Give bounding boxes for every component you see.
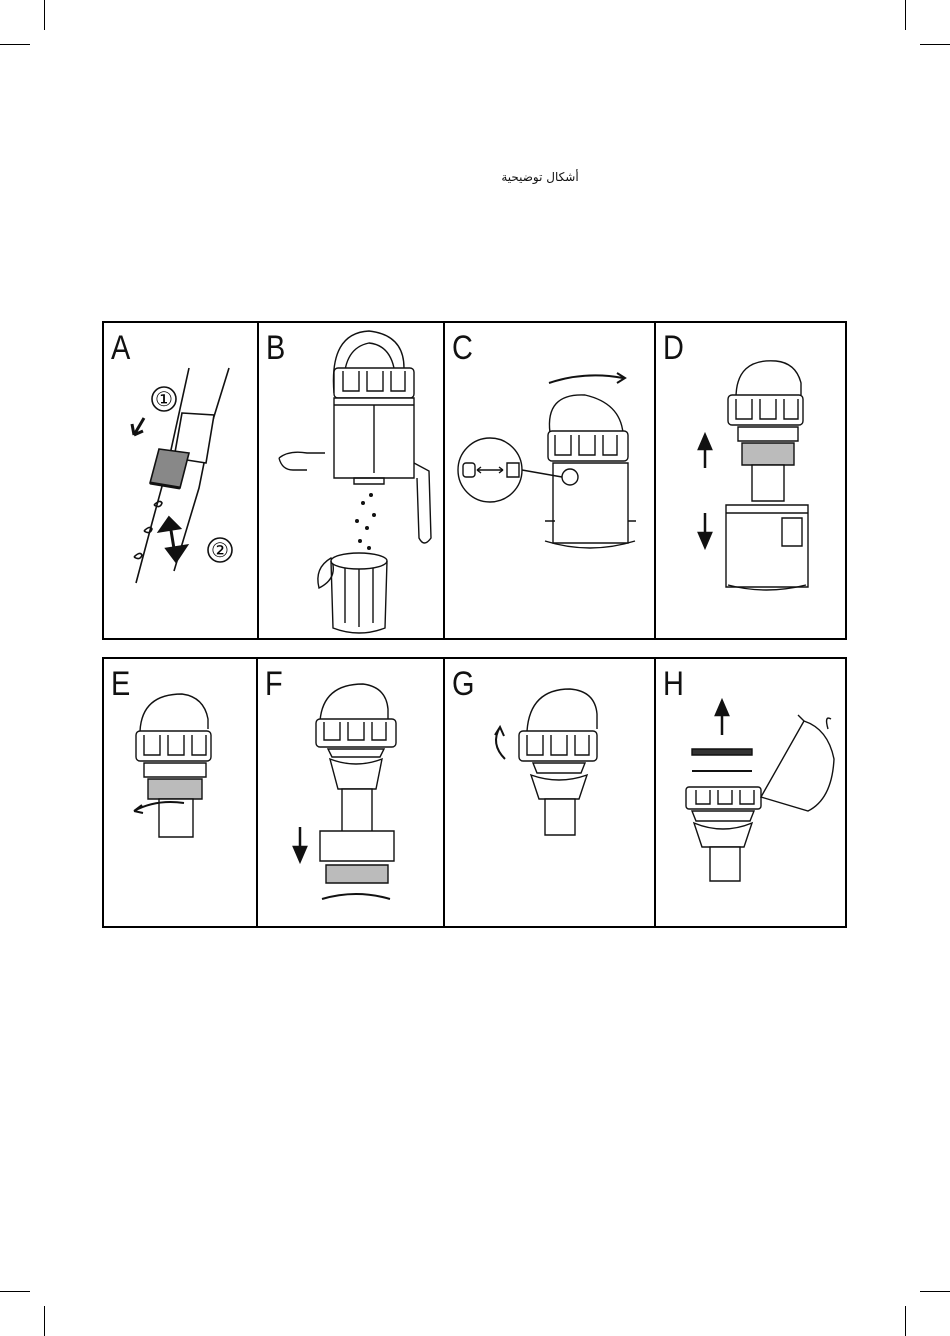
panel-c: C	[445, 323, 656, 638]
remove-filter-illustration	[258, 659, 443, 926]
panel-a: A ① ②	[104, 323, 259, 638]
figure-grid-bottom: E F	[102, 657, 847, 928]
crop-mark	[44, 1306, 45, 1336]
panel-d: D	[656, 323, 847, 638]
figure-caption: أشكال توضيحية	[470, 170, 610, 184]
panel-b: B	[259, 323, 445, 638]
step-marker-2: ②	[211, 538, 229, 562]
crop-mark	[920, 1291, 950, 1292]
crop-mark	[0, 44, 30, 45]
twist-cover-illustration	[445, 659, 654, 926]
panel-h: H	[656, 659, 847, 926]
release-latch-illustration	[445, 323, 654, 638]
crop-mark	[44, 0, 45, 30]
separate-cyclone-illustration	[656, 323, 845, 638]
crop-mark	[905, 0, 906, 30]
panel-f: F	[258, 659, 445, 926]
twist-filter-illustration	[104, 659, 256, 926]
open-cover-illustration	[656, 659, 845, 926]
panel-g: G	[445, 659, 656, 926]
crop-mark	[905, 1306, 906, 1336]
arrow-down-left	[132, 418, 144, 435]
step-marker-1: ①	[155, 387, 173, 411]
empty-bin-illustration	[259, 323, 443, 638]
arrow-down	[294, 827, 306, 861]
figure-grid-top: A ① ② B	[102, 321, 847, 640]
double-arrow	[160, 518, 186, 561]
arrow-up	[716, 701, 728, 735]
arrow-down	[699, 513, 711, 547]
crop-mark	[920, 44, 950, 45]
wand-release-illustration: ① ②	[104, 323, 257, 638]
panel-e: E	[104, 659, 258, 926]
arrow-up	[699, 435, 711, 468]
crop-mark	[0, 1291, 30, 1292]
